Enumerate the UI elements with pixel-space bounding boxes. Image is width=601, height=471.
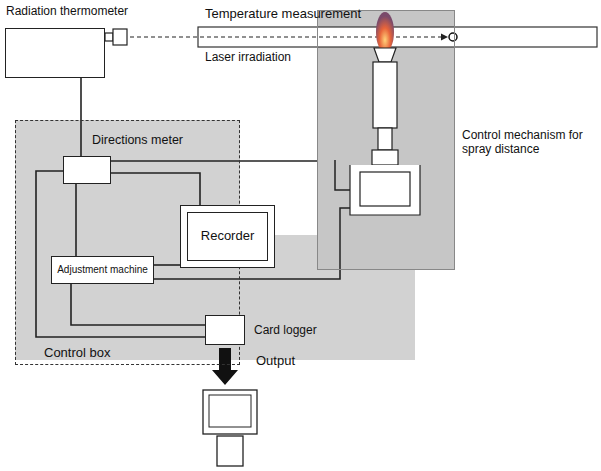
node-text: Recorder bbox=[201, 229, 254, 244]
spray-gun-neck bbox=[378, 128, 392, 150]
node-text: Radiation thermometer bbox=[6, 5, 128, 19]
signal-wire bbox=[154, 270, 340, 279]
output-arrow bbox=[212, 348, 238, 385]
spray-gun-mount bbox=[372, 150, 398, 165]
box-body: Adjustment machine bbox=[52, 257, 153, 283]
spray-nozzle bbox=[374, 48, 396, 62]
recorder-display: Recorder bbox=[187, 212, 268, 261]
node-text: Adjustment machine bbox=[57, 264, 148, 276]
holder-wire bbox=[340, 208, 350, 270]
signal-wire bbox=[111, 160, 317, 162]
spray-panel-ground bbox=[317, 10, 455, 270]
signal-wire bbox=[80, 78, 82, 156]
signal-wire bbox=[111, 173, 200, 205]
adjustment-machine: Adjustment machine bbox=[51, 256, 154, 284]
card-logger: Card logger bbox=[205, 315, 245, 345]
signal-wire bbox=[71, 284, 205, 325]
holder-wire bbox=[335, 160, 350, 190]
measurement-point bbox=[449, 33, 457, 41]
computer-base bbox=[217, 436, 243, 466]
thermometer-box: Radiation thermometer bbox=[5, 28, 105, 78]
thermometer-neck bbox=[105, 33, 113, 41]
tube-label: Temperature measurement bbox=[205, 6, 361, 21]
laser-label: Laser irradiation bbox=[205, 50, 291, 64]
node-text: Card logger bbox=[254, 324, 317, 338]
laser-arrowhead bbox=[441, 34, 448, 41]
node-text: Control box bbox=[44, 346, 110, 361]
spray-gun-body bbox=[373, 62, 397, 128]
node-text: Directions meter bbox=[92, 133, 183, 147]
signal-wire bbox=[154, 264, 180, 266]
directions-meter: Directions meter bbox=[63, 156, 111, 184]
output-label: Output bbox=[256, 353, 295, 368]
thermometer-lens bbox=[113, 29, 127, 45]
spray-holder-inner bbox=[360, 172, 410, 206]
node-text: Control mechanism for spray distance bbox=[462, 129, 600, 157]
spray-control-panel: Control mechanism for spray distance bbox=[317, 10, 455, 270]
recorder: Recorder bbox=[180, 205, 275, 268]
computer-screen bbox=[209, 395, 251, 427]
computer-monitor bbox=[203, 390, 257, 434]
laser-beam bbox=[130, 36, 444, 37]
signal-wire bbox=[75, 184, 77, 256]
spray-holder bbox=[350, 165, 420, 215]
spray-flame bbox=[376, 12, 394, 52]
